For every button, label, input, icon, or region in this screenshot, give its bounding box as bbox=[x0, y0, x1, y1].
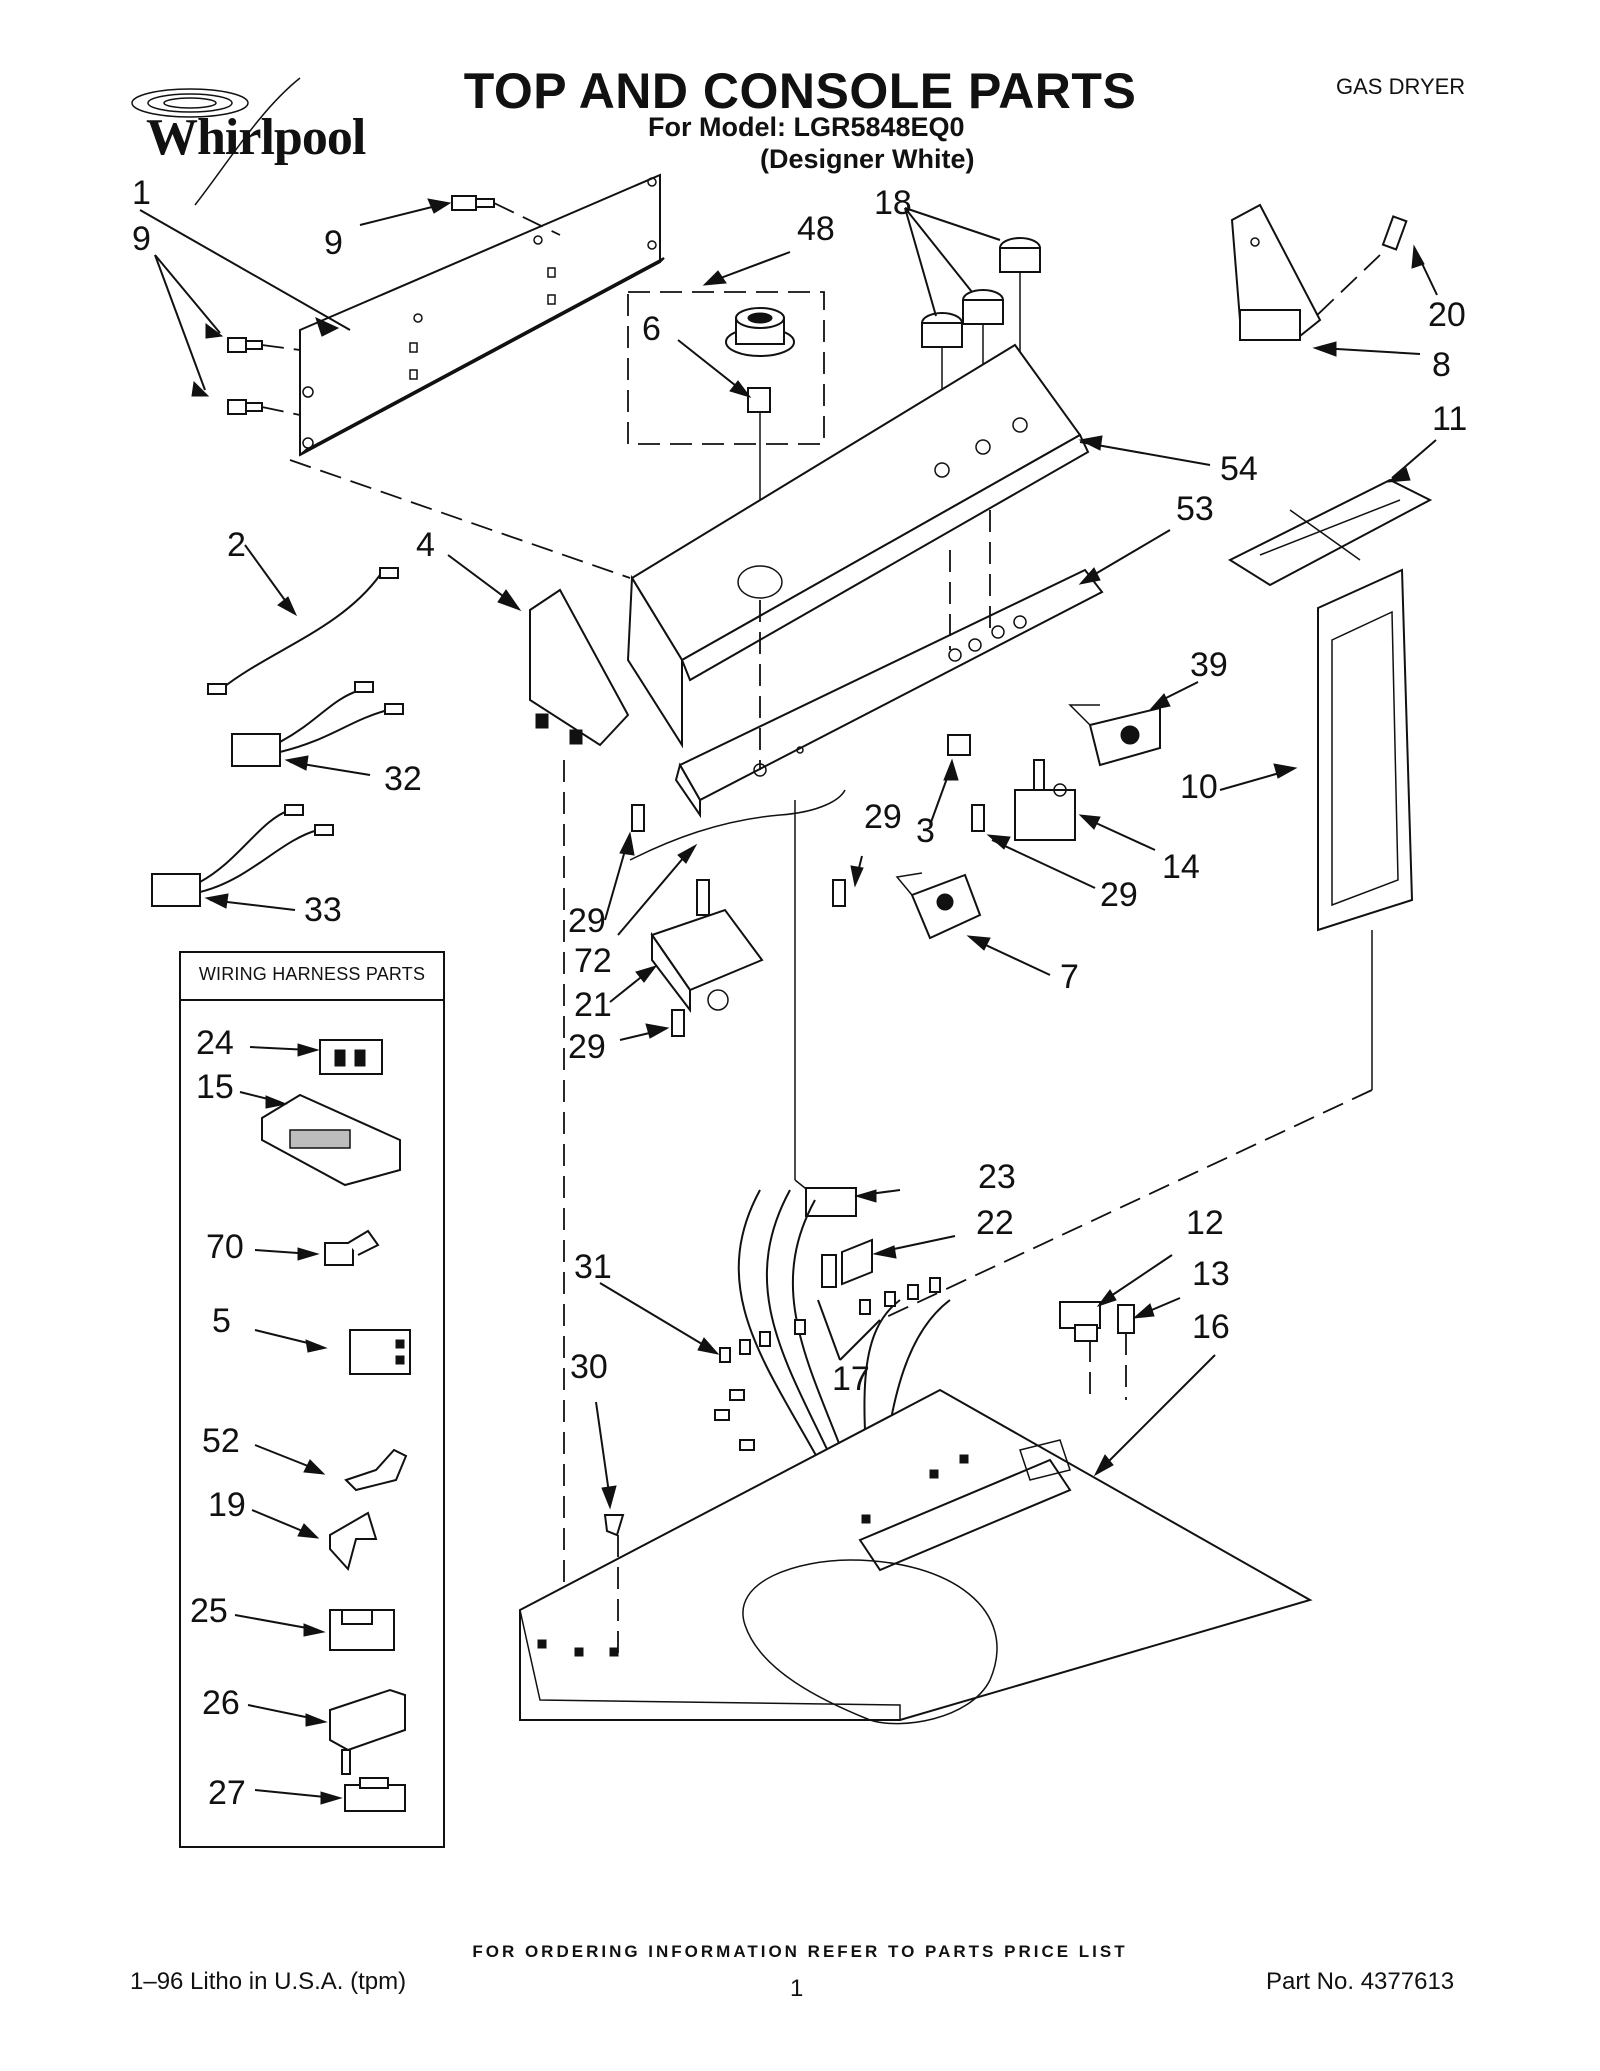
part-10-lint-housing bbox=[1317, 568, 1414, 932]
litho-note: 1–96 Litho in U.S.A. (tpm) bbox=[130, 1968, 407, 1995]
wh-part-19 bbox=[329, 1511, 378, 1572]
callout-14: 14 bbox=[1162, 848, 1200, 886]
callout-4: 4 bbox=[416, 526, 435, 564]
callout-12: 12 bbox=[1186, 1204, 1224, 1242]
part-29-screws bbox=[631, 804, 985, 1037]
part-20-screw bbox=[1381, 215, 1408, 251]
wh-callout-25: 25 bbox=[190, 1592, 228, 1630]
page-number: 1 bbox=[790, 1975, 804, 2002]
whirlpool-logo-swoosh bbox=[131, 77, 301, 206]
part-11-lint-cover bbox=[1227, 478, 1433, 587]
part-2-wire-harness bbox=[207, 567, 399, 695]
callout-29: 29 bbox=[568, 1028, 606, 1066]
callout-16: 16 bbox=[1192, 1308, 1230, 1346]
wh-callout-27: 27 bbox=[208, 1774, 246, 1812]
part-22-clip bbox=[841, 1238, 873, 1286]
wh-callout-19: 19 bbox=[208, 1486, 246, 1524]
callout-29: 29 bbox=[864, 798, 902, 836]
callout-8: 8 bbox=[1432, 346, 1451, 384]
part-48-assembly-box bbox=[627, 291, 825, 445]
callout-54: 54 bbox=[1220, 450, 1258, 488]
callout-30: 30 bbox=[570, 1348, 608, 1386]
model-line: For Model: LGR5848EQ0 bbox=[648, 112, 965, 142]
wh-part-27 bbox=[344, 1777, 406, 1812]
wh-callout-15: 15 bbox=[196, 1068, 234, 1106]
part-3-connector bbox=[947, 734, 971, 756]
part-54-console bbox=[626, 343, 1090, 749]
callout-32: 32 bbox=[384, 760, 422, 798]
callout-2: 2 bbox=[227, 526, 246, 564]
callout-39: 39 bbox=[1190, 646, 1228, 684]
callout-9: 9 bbox=[324, 224, 343, 262]
part-18-knobs bbox=[921, 237, 1041, 348]
callout-1: 1 bbox=[132, 174, 151, 212]
callout-13: 13 bbox=[1192, 1255, 1230, 1293]
callout-6: 6 bbox=[642, 310, 661, 348]
callout-29: 29 bbox=[1100, 876, 1138, 914]
part-4-end-cap bbox=[529, 588, 630, 747]
callout-21: 21 bbox=[574, 986, 612, 1024]
part-33-wire-harness bbox=[151, 804, 334, 907]
callout-48: 48 bbox=[797, 210, 835, 248]
callout-7: 7 bbox=[1060, 958, 1079, 996]
page-title: TOP AND CONSOLE PARTS bbox=[463, 63, 1137, 119]
part-14-timer-motor bbox=[1014, 759, 1076, 841]
callout-72: 72 bbox=[574, 942, 612, 980]
part-7-switch bbox=[895, 872, 982, 940]
callout-18: 18 bbox=[874, 184, 912, 222]
wiring-harness-box-frame bbox=[179, 951, 445, 1848]
wh-callout-5: 5 bbox=[212, 1302, 231, 1340]
wh-part-52 bbox=[344, 1448, 408, 1492]
callout-22: 22 bbox=[976, 1204, 1014, 1242]
wh-part-70 bbox=[324, 1229, 380, 1266]
wh-part-25 bbox=[329, 1609, 395, 1651]
part-39-switch bbox=[1068, 704, 1161, 767]
callout-29: 29 bbox=[568, 902, 606, 940]
part-21-timer bbox=[650, 879, 764, 1013]
part-6-knob-assembly bbox=[725, 307, 795, 413]
callout-3: 3 bbox=[916, 812, 935, 850]
callout-53: 53 bbox=[1176, 490, 1214, 528]
appliance-type-label: GAS DRYER bbox=[1336, 74, 1466, 99]
callout-11: 11 bbox=[1432, 400, 1468, 438]
wh-part-26 bbox=[329, 1688, 406, 1775]
wh-callout-26: 26 bbox=[202, 1684, 240, 1722]
part-30-clip bbox=[603, 1514, 625, 1537]
wh-callout-24: 24 bbox=[196, 1024, 234, 1062]
callout-10: 10 bbox=[1180, 768, 1218, 806]
brand-logo-text: Whirlpool bbox=[146, 109, 366, 166]
part-12-clip bbox=[1059, 1301, 1101, 1342]
callout-9: 9 bbox=[132, 220, 151, 258]
wiring-harness-box-title: WIRING HARNESS PARTS bbox=[198, 964, 426, 984]
wh-part-15 bbox=[261, 1093, 401, 1187]
part-13-screw bbox=[1117, 1304, 1135, 1334]
callout-20: 20 bbox=[1428, 296, 1466, 334]
color-line: (Designer White) bbox=[760, 144, 975, 174]
ordering-note: FOR ORDERING INFORMATION REFER TO PARTS … bbox=[472, 1942, 1128, 1961]
callout-23: 23 bbox=[978, 1158, 1016, 1196]
callout-33: 33 bbox=[304, 891, 342, 929]
wh-callout-70: 70 bbox=[206, 1228, 244, 1266]
callout-31: 31 bbox=[574, 1248, 612, 1286]
wh-callout-52: 52 bbox=[202, 1422, 240, 1460]
part-32-wire-harness bbox=[231, 681, 404, 767]
part-number: Part No. 4377613 bbox=[1266, 1968, 1455, 1995]
wh-part-5 bbox=[349, 1329, 411, 1375]
wh-part-24 bbox=[319, 1039, 383, 1075]
part-16-dryer-top bbox=[519, 1388, 1313, 1725]
part-1-bracket bbox=[299, 173, 665, 457]
callout-17: 17 bbox=[832, 1360, 870, 1398]
part-8-bracket bbox=[1230, 203, 1322, 342]
